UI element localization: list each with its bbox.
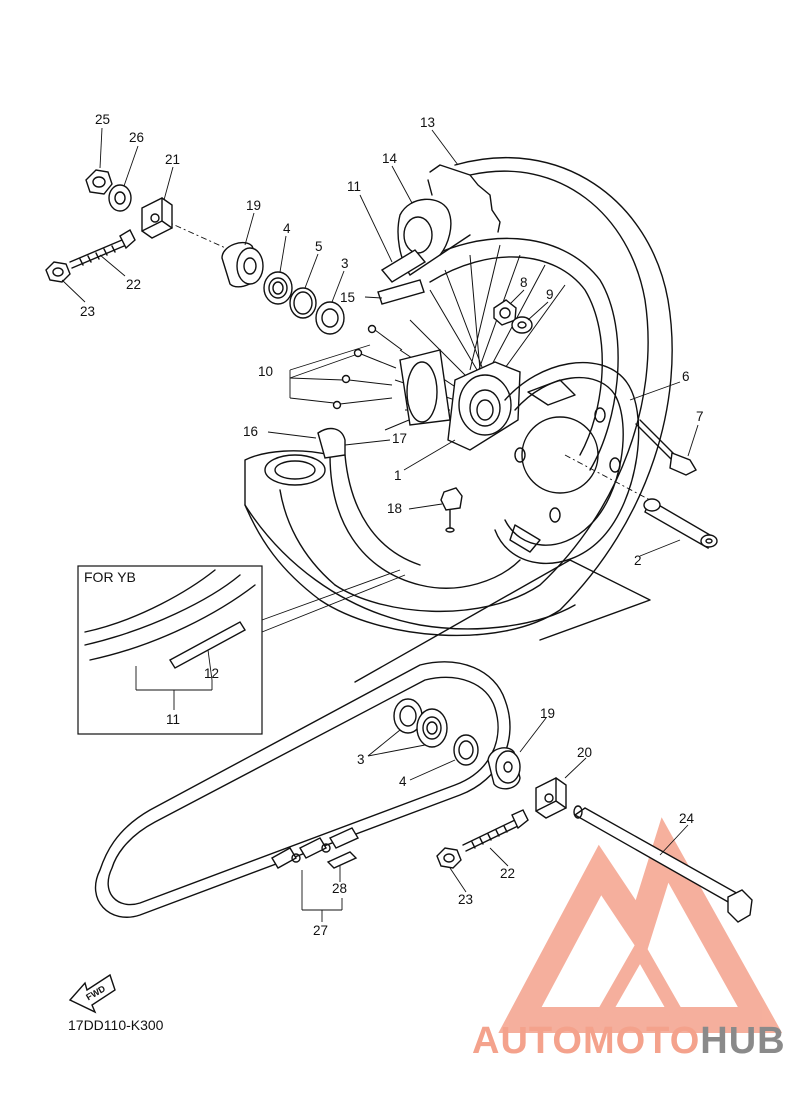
callout-22-top: 22 bbox=[126, 277, 141, 292]
callout-8: 8 bbox=[520, 275, 528, 290]
chain-joint bbox=[271, 827, 360, 869]
callout-25: 25 bbox=[95, 112, 110, 127]
rear-hub bbox=[399, 349, 521, 451]
callout-24: 24 bbox=[679, 811, 695, 826]
callout-7: 7 bbox=[696, 409, 704, 424]
oil-seal-top bbox=[315, 301, 345, 335]
chain-puller-left bbox=[141, 197, 173, 239]
callout-23-top: 23 bbox=[80, 304, 95, 319]
callout-10: 10 bbox=[258, 364, 273, 379]
callout-19-lower: 19 bbox=[540, 706, 555, 721]
callout-16: 16 bbox=[243, 424, 258, 439]
leader-lines bbox=[61, 127, 699, 922]
inset-for-yb: FOR YB bbox=[77, 565, 406, 735]
callout-17: 17 bbox=[392, 431, 407, 446]
drive-chain bbox=[94, 661, 511, 918]
callout-11-top: 11 bbox=[347, 179, 361, 194]
watermark-part1: AUTOMOTO bbox=[472, 1020, 700, 1062]
watermark-logo bbox=[498, 817, 783, 1033]
circlip bbox=[289, 287, 317, 319]
callout-6: 6 bbox=[682, 369, 690, 384]
callout-19-top: 19 bbox=[246, 198, 261, 213]
valve-nut bbox=[440, 487, 463, 533]
spoke-nipples bbox=[332, 324, 403, 410]
callout-4-lower: 4 bbox=[399, 774, 407, 789]
collar bbox=[643, 498, 718, 550]
callout-5: 5 bbox=[315, 239, 323, 254]
callout-26: 26 bbox=[129, 130, 144, 145]
rear-axle bbox=[573, 805, 753, 923]
callout-2: 2 bbox=[634, 553, 642, 568]
callout-13: 13 bbox=[420, 115, 435, 130]
inset-title: FOR YB bbox=[84, 569, 136, 585]
callout-14: 14 bbox=[382, 151, 398, 166]
fwd-arrow-icon: FWD bbox=[68, 973, 116, 1014]
watermark-part2: HUB bbox=[700, 1020, 785, 1062]
spacer-8-and-9 bbox=[493, 299, 533, 334]
adjusting-bolt-lower bbox=[462, 809, 529, 852]
callout-15: 15 bbox=[340, 290, 355, 305]
diagram-code: 17DD110-K300 bbox=[68, 1017, 164, 1033]
callout-3-top: 3 bbox=[341, 256, 349, 271]
circlip-lower bbox=[453, 734, 479, 766]
sprocket-bolt bbox=[635, 419, 697, 476]
locknut-lower bbox=[436, 847, 462, 869]
callout-12: 12 bbox=[204, 666, 219, 681]
callout-9: 9 bbox=[546, 287, 554, 302]
rim-lock bbox=[264, 427, 346, 486]
callout-1: 1 bbox=[394, 468, 402, 483]
callout-23-lower: 23 bbox=[458, 892, 473, 907]
callout-4-top: 4 bbox=[283, 221, 291, 236]
chain-puller-right bbox=[535, 777, 567, 819]
callout-18: 18 bbox=[387, 501, 402, 516]
bearing-4-top bbox=[263, 271, 293, 305]
adjusting-bolt-top bbox=[69, 229, 136, 269]
watermark-text: AUTOMOTOHUB bbox=[472, 1020, 786, 1062]
wheel-outline-lower bbox=[354, 559, 651, 683]
callout-3-lower: 3 bbox=[357, 752, 365, 767]
callout-22-lower: 22 bbox=[500, 866, 515, 881]
callout-21: 21 bbox=[165, 152, 180, 167]
oil-seal-lower bbox=[393, 698, 448, 748]
locknut-top bbox=[45, 261, 71, 283]
tire bbox=[244, 156, 673, 637]
collar-19-top bbox=[221, 241, 264, 288]
collar-19-lower bbox=[487, 747, 521, 790]
callout-20: 20 bbox=[577, 745, 592, 760]
axle-centerline-sprocket bbox=[564, 454, 651, 501]
plain-washer bbox=[108, 184, 132, 212]
callout-28: 28 bbox=[332, 881, 347, 896]
callout-11-inset: 11 bbox=[166, 712, 180, 727]
rim-band bbox=[377, 249, 427, 305]
callout-27: 27 bbox=[313, 923, 328, 938]
callout-labels: 25 26 21 19 4 5 3 22 23 13 14 11 15 8 9 … bbox=[80, 112, 704, 938]
axle-nut bbox=[85, 169, 113, 195]
rear-sprocket bbox=[494, 361, 640, 565]
